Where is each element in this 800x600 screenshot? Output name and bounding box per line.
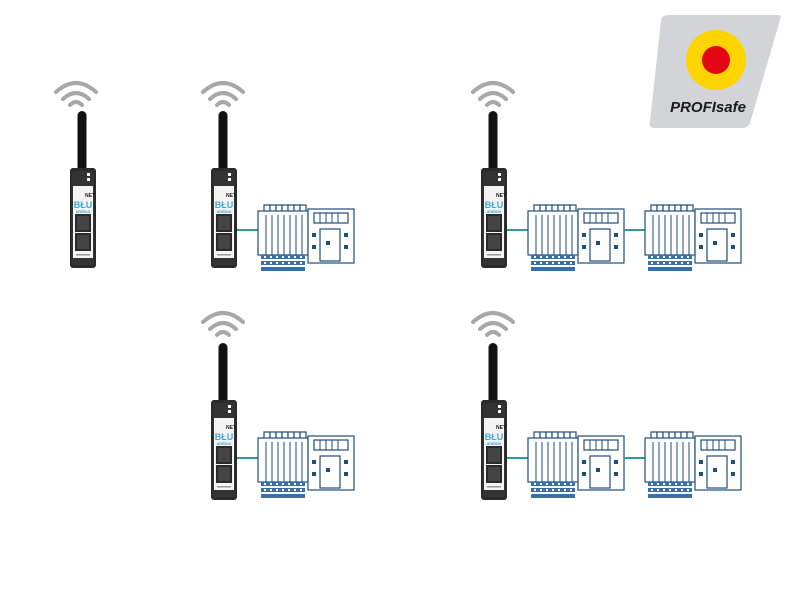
device-tag-label: NET xyxy=(496,193,506,199)
device-brand-sub-label: ambus xyxy=(76,209,91,214)
setup-double-io-bottom xyxy=(471,311,742,500)
setup-single-io-bottom xyxy=(201,311,355,500)
device-brand-sub-label: ambus xyxy=(487,209,502,214)
device-brand-label: BŁU xyxy=(74,200,93,210)
gateway-device xyxy=(481,343,507,500)
device-tag-label: NET xyxy=(496,425,506,431)
io-module xyxy=(644,431,742,499)
device-brand-label: BŁU xyxy=(215,200,234,210)
gateway-device xyxy=(70,111,96,268)
setup-standalone xyxy=(54,81,98,268)
setup-single-io-top xyxy=(201,81,355,272)
io-module xyxy=(257,204,355,272)
wifi-signal-icon xyxy=(54,81,98,107)
gateway-device xyxy=(481,111,507,268)
gateway-device xyxy=(211,343,237,500)
io-module xyxy=(257,431,355,499)
device-brand-label: BŁU xyxy=(215,432,234,442)
device-brand-label: BŁU xyxy=(485,432,504,442)
io-module xyxy=(527,431,625,499)
profisafe-badge: PROFIsafe xyxy=(649,15,781,128)
wifi-signal-icon xyxy=(201,311,245,337)
device-labels: NETBŁUambusNETBŁUambusNETBŁUambusNETBŁUa… xyxy=(74,193,506,446)
emergency-stop-dot xyxy=(702,46,730,74)
wifi-signal-icon xyxy=(471,311,515,337)
setup-double-io-top xyxy=(471,81,742,272)
gateway-device xyxy=(211,111,237,268)
device-brand-sub-label: ambus xyxy=(487,441,502,446)
wifi-signal-icon xyxy=(471,81,515,107)
device-tag-label: NET xyxy=(85,193,95,199)
io-module xyxy=(644,204,742,272)
device-brand-label: BŁU xyxy=(485,200,504,210)
wifi-signal-icon xyxy=(201,81,245,107)
profisafe-label: PROFIsafe xyxy=(670,99,746,116)
device-brand-sub-label: ambus xyxy=(217,209,232,214)
device-brand-sub-label: ambus xyxy=(217,441,232,446)
device-tag-label: NET xyxy=(226,193,236,199)
device-tag-label: NET xyxy=(226,425,236,431)
io-module xyxy=(527,204,625,272)
